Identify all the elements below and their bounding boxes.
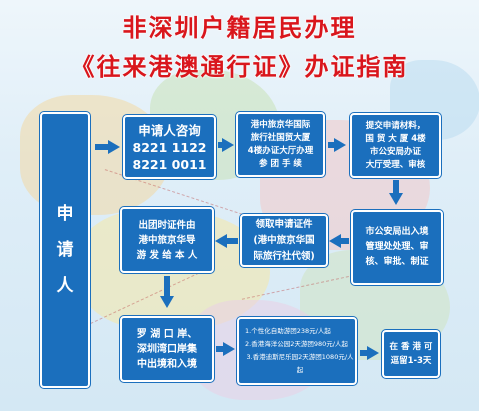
bureau-line: 管理处处理、审 [365, 242, 429, 252]
arrow-right-icon [108, 140, 120, 154]
arrow-down-icon [160, 296, 174, 308]
submit-line: 提交申请材料， [365, 120, 426, 131]
tour-item: 2.香港海洋公园2天游团980元/人起 [245, 340, 348, 348]
consult-box: 申请人咨询 8221 1122 8221 0011 [123, 115, 216, 179]
pickup-line: 出团时证件由 [138, 219, 196, 231]
arrow-shaft [340, 238, 349, 244]
stay-box: 在 香 港 可 逗留1-3天 [382, 330, 440, 378]
arrow-right-icon [334, 138, 346, 152]
collect-line: 际旅行社代领) [253, 250, 315, 262]
arrow-shaft [328, 142, 336, 148]
stay-line: 在 香 港 可 [389, 342, 433, 352]
stay-line: 逗留1-3天 [390, 356, 432, 366]
consult-label: 申请人咨询 [138, 122, 201, 138]
pickup-box: 出团时证件由 港中旅京华导 游 发 给 本 人 [120, 207, 214, 273]
agency-line: 参 团 手 续 [259, 158, 302, 169]
arrow-shaft [393, 180, 399, 194]
bureau-box: 市公安局出入境 管理处处理、审 核、审批、制证 [351, 210, 443, 285]
arrow-right-icon [223, 342, 235, 356]
title-line-1: 非深圳户籍居民办理 [122, 14, 357, 42]
submit-box: 提交申请材料， 国 贸 大 厦 4楼 市公安局办证 大厅受理、审核 [350, 113, 441, 178]
collect-line: 领取申请证件 [255, 218, 313, 230]
applicant-box: 申 请 人 [40, 112, 90, 388]
applicant-char: 人 [56, 276, 74, 296]
arrow-left-icon [215, 234, 227, 248]
arrow-shaft [216, 346, 224, 352]
arrow-shaft [95, 144, 109, 150]
tours-box: 1.个性化自助游团238元/人起 2.香港海洋公园2天游团980元/人起 3.香… [237, 317, 357, 385]
collect-line: (港中旅京华国 [253, 234, 315, 246]
arrow-shaft [164, 276, 170, 296]
applicant-char: 请 [56, 240, 74, 260]
arrow-down-icon [389, 193, 403, 205]
consult-phone: 8221 1122 [132, 139, 207, 155]
consult-phone: 8221 0011 [132, 156, 207, 172]
border-box: 罗 湖 口 岸、 深圳湾口岸集 中出境和入境 [120, 316, 214, 382]
arrow-right-icon [367, 346, 379, 360]
pickup-line: 港中旅京华导 [138, 234, 196, 246]
agency-line: 4楼办证大厅办理 [247, 145, 314, 156]
bureau-line: 核、审批、制证 [365, 257, 429, 267]
arrow-shaft [360, 350, 368, 356]
agency-box: 港中旅京华国际 旅行社国贸大厦 4楼办证大厅办理 参 团 手 续 [236, 112, 325, 177]
arrow-right-icon [222, 138, 234, 152]
border-line: 罗 湖 口 岸、 [136, 328, 198, 340]
border-line: 深圳湾口岸集 [137, 343, 197, 355]
arrow-left-icon [329, 234, 341, 248]
collect-box: 领取申请证件 (港中旅京华国 际旅行社代领) [240, 214, 328, 267]
title-line-2: 《往来港澳通行证》办证指南 [70, 53, 409, 81]
tour-item: 3.香港迪斯尼乐园2天游团1080元/人起 [246, 353, 354, 374]
applicant-char: 申 [56, 204, 74, 224]
arrow-shaft [226, 238, 238, 244]
border-line: 中出境和入境 [137, 358, 197, 370]
agency-line: 港中旅京华国际 [250, 119, 311, 130]
submit-line: 大厅受理、审核 [365, 159, 426, 170]
arrow-shaft [218, 142, 224, 148]
submit-line: 市公安局办证 [369, 146, 421, 157]
tour-item: 1.个性化自助游团238元/人起 [245, 327, 331, 335]
bureau-line: 市公安局出入境 [365, 227, 429, 237]
submit-line: 国 贸 大 厦 4楼 [365, 133, 426, 144]
agency-line: 旅行社国贸大厦 [250, 132, 311, 143]
pickup-line: 游 发 给 本 人 [136, 249, 198, 261]
